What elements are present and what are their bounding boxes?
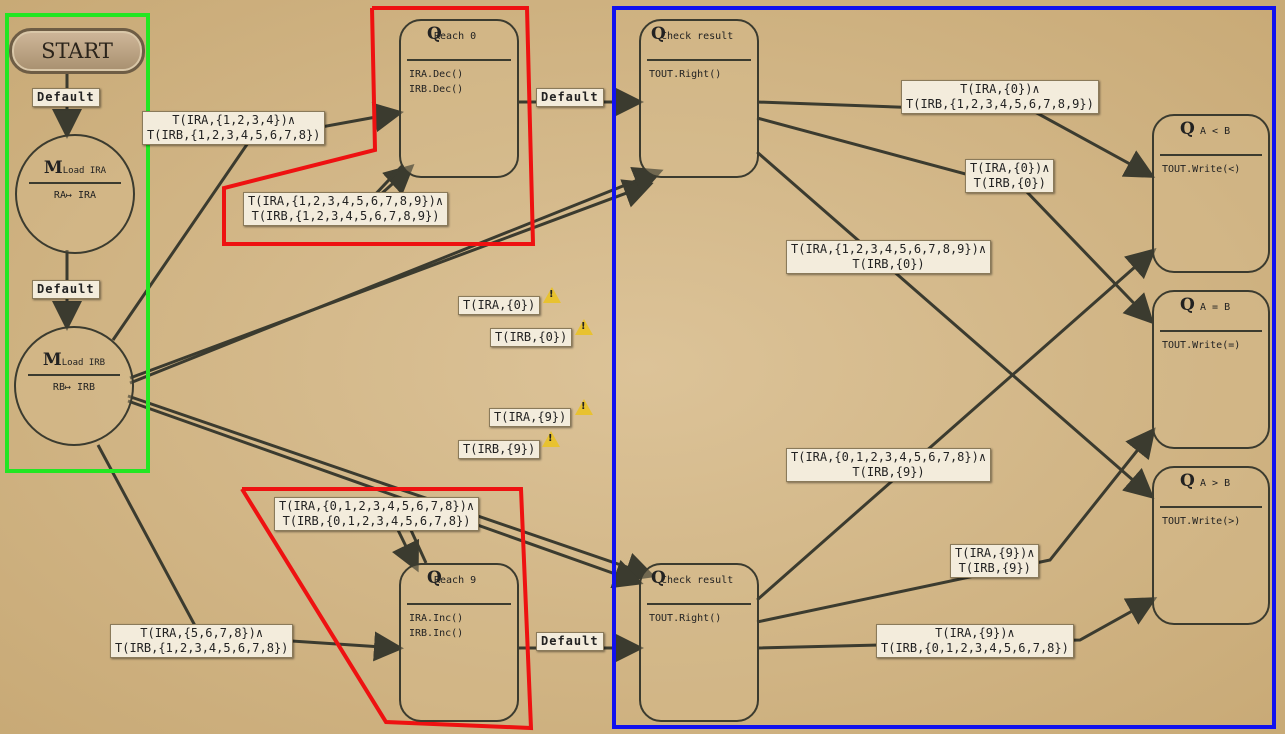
edge-check-top-to-gt [756, 150, 1155, 499]
label-top-to-eq[interactable]: T(IRA,{0})∧T(IRB,{0}) [965, 159, 1055, 193]
label-default-reach9[interactable]: Default [536, 632, 604, 651]
warning-icon: ! [575, 319, 593, 335]
machine-load-irb-title: MLoad IRB [42, 350, 106, 370]
label-to-reach9[interactable]: T(IRA,{5,6,7,8})∧T(IRB,{1,2,3,4,5,6,7,8}… [110, 624, 294, 658]
machine-load-ira-title: MLoad IRA [43, 158, 107, 178]
edge-load-irb-to-check-bottom-a [127, 394, 656, 582]
machine-load-irb-action: RB↦ IRB [52, 382, 96, 393]
label-reach0-loop[interactable]: T(IRA,{1,2,3,4,5,6,7,8,9})∧T(IRB,{1,2,3,… [243, 192, 449, 226]
label-bottom-to-gt[interactable]: T(IRA,{9})∧T(IRB,{0,1,2,3,4,5,6,7,8}) [876, 624, 1074, 658]
state-reach-0-action-1: IRA.Dec() [409, 69, 464, 80]
edge-check-bottom-to-lt [756, 248, 1157, 602]
state-reach-9-action-1: IRA.Inc() [409, 613, 464, 624]
machine-load-ira-action: RA↦ IRA [53, 190, 97, 201]
label-top-to-lt[interactable]: T(IRA,{0})∧T(IRB,{1,2,3,4,5,6,7,8,9}) [901, 80, 1099, 114]
state-a-lt-b-action: TOUT.Write(<) [1162, 164, 1241, 175]
label-ira-9[interactable]: T(IRA,{9}) [489, 408, 572, 427]
label-default-start[interactable]: Default [32, 88, 100, 107]
red-highlight-box-bottom [240, 487, 534, 731]
state-reach-9-action-2: IRB.Inc() [409, 628, 464, 639]
warning-icon: ! [575, 399, 593, 415]
machine-load-irb[interactable]: MLoad IRB RB↦ IRB [14, 326, 134, 446]
label-bottom-to-lt[interactable]: T(IRA,{0,1,2,3,4,5,6,7,8})∧T(IRB,{9}) [786, 448, 992, 482]
label-default-reach0[interactable]: Default [536, 88, 604, 107]
edge-load-irb-to-check-top-a [129, 179, 654, 380]
warning-icon: ! [542, 431, 560, 447]
state-check-top-action: TOUT.Right() [649, 69, 722, 80]
green-highlight-box [5, 13, 150, 473]
machine-load-ira[interactable]: MLoad IRA RA↦ IRA [15, 134, 135, 254]
edge-load-irb-to-check-top-b [129, 166, 664, 385]
label-to-reach0[interactable]: T(IRA,{1,2,3,4})∧T(IRB,{1,2,3,4,5,6,7,8}… [142, 111, 326, 145]
edge-reach0-loop-a [378, 163, 415, 197]
label-irb-9[interactable]: T(IRB,{9}) [458, 440, 541, 459]
edge-check-bottom-to-eq [756, 427, 1156, 624]
label-ira-0[interactable]: T(IRA,{0}) [458, 296, 541, 315]
state-a-gt-b-action: TOUT.Write(>) [1162, 516, 1241, 527]
state-reach-0-action-2: IRB.Dec() [409, 84, 464, 95]
edge-reach9-loop-a [392, 529, 419, 573]
red-highlight-box-top [222, 6, 536, 246]
blue-highlight-box [612, 6, 1276, 729]
label-reach9-loop[interactable]: T(IRA,{0,1,2,3,4,5,6,7,8})∧T(IRB,{0,1,2,… [274, 497, 480, 531]
label-irb-0[interactable]: T(IRB,{0}) [490, 328, 573, 347]
edge-load-irb-to-check-bottom-b [127, 399, 644, 589]
edge-check-bottom-to-gt [756, 597, 1158, 650]
label-bottom-to-eq[interactable]: T(IRA,{9})∧T(IRB,{9}) [950, 544, 1040, 578]
label-top-to-gt[interactable]: T(IRA,{1,2,3,4,5,6,7,8,9})∧T(IRB,{0}) [786, 240, 992, 274]
label-default-load[interactable]: Default [32, 280, 100, 299]
state-a-eq-b-action: TOUT.Write(=) [1162, 340, 1241, 351]
edge-reach9-loop-b [408, 527, 428, 564]
warning-icon: ! [543, 287, 561, 303]
state-check-bottom-action: TOUT.Right() [649, 613, 722, 624]
start-node[interactable]: START [9, 28, 145, 74]
